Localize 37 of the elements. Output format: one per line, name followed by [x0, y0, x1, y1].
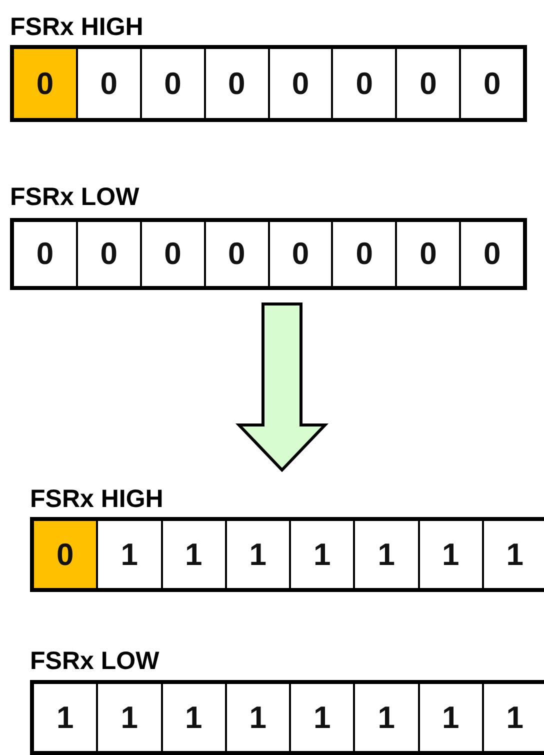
bit-cell: 1 [96, 684, 160, 751]
block-arrow [236, 302, 328, 472]
bit-cell: 0 [14, 222, 76, 286]
bit-cell: 0 [331, 49, 396, 118]
bit-cell: 0 [395, 49, 460, 118]
bit-cell: 0 [268, 222, 332, 286]
register-label: FSRx HIGH [10, 12, 144, 42]
register-label: FSRx HIGH [30, 484, 164, 514]
bit-cell: 1 [34, 684, 96, 751]
bit-cell: 1 [353, 521, 418, 588]
bit-cell: 0 [395, 222, 460, 286]
bit-cell: 0 [268, 49, 332, 118]
bit-cell: 1 [353, 684, 418, 751]
bit-cell: 0 [76, 222, 140, 286]
bit-cell: 1 [418, 684, 482, 751]
bit-cell: 1 [482, 521, 544, 588]
bit-cell: 0 [459, 49, 523, 118]
bit-cell: 0 [140, 222, 204, 286]
bit-cell: 0 [76, 49, 140, 118]
bit-cell: 0 [14, 49, 76, 118]
bit-cell: 1 [224, 521, 289, 588]
bit-cell: 0 [204, 49, 268, 118]
bit-cell: 1 [224, 684, 289, 751]
register-label: FSRx LOW [30, 646, 160, 676]
bit-cell: 1 [482, 684, 544, 751]
bit-cell: 0 [34, 521, 96, 588]
bit-cell: 1 [289, 684, 354, 751]
bit-cell: 1 [160, 521, 225, 588]
register-label: FSRx LOW [10, 182, 140, 212]
bit-cell: 0 [140, 49, 204, 118]
bit-cell: 1 [289, 521, 354, 588]
bit-cell: 0 [331, 222, 396, 286]
bit-cell: 0 [204, 222, 268, 286]
bit-cell: 0 [459, 222, 523, 286]
bit-cell: 1 [96, 521, 160, 588]
bit-cell: 1 [418, 521, 482, 588]
bit-cell: 1 [160, 684, 225, 751]
